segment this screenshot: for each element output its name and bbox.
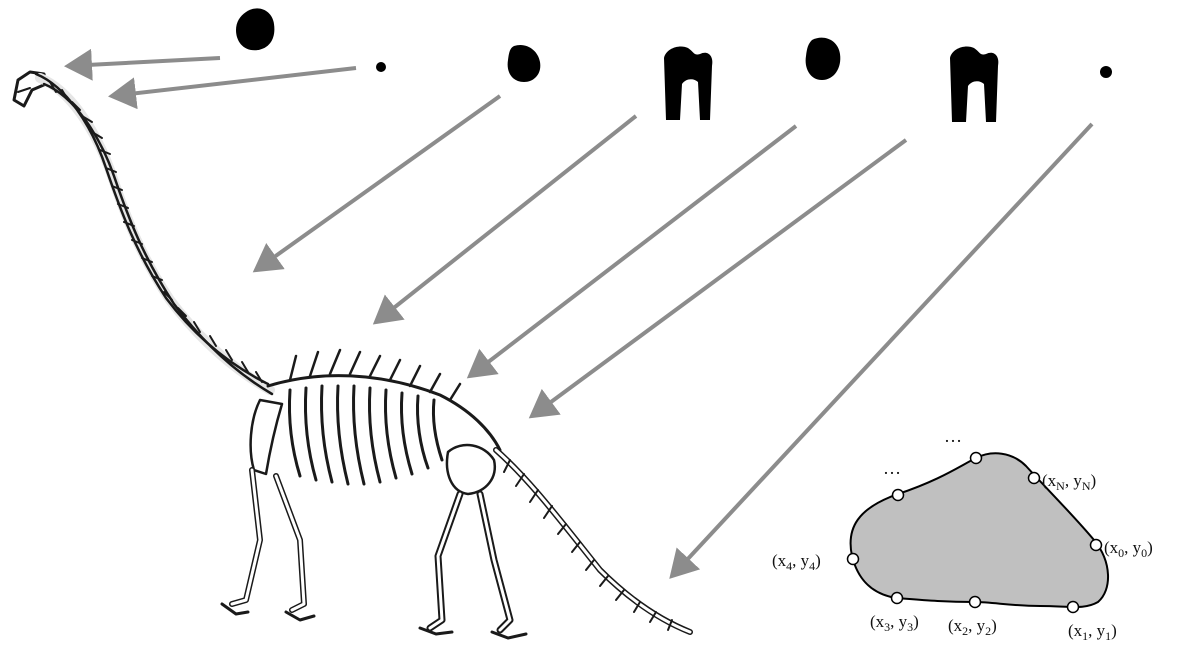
contour-point-icon	[970, 597, 981, 608]
vertebra-silhouette-icon	[950, 46, 998, 122]
arrow-line	[112, 68, 356, 96]
contour-point-icon	[893, 490, 904, 501]
point-label-1: (x1, y1)	[1068, 621, 1117, 643]
vertebra-silhouette-icon	[376, 62, 386, 72]
point-label-0: (x0, y0)	[1104, 538, 1153, 560]
arrow-line	[68, 58, 220, 66]
point-label-3: (x3, y3)	[870, 612, 919, 634]
vertebra-silhouette-row	[236, 8, 1112, 122]
arrow-line	[470, 126, 796, 376]
contour-point-icon	[1091, 540, 1102, 551]
contour-point-icon	[1068, 602, 1079, 613]
contour-diagram: … … (x0, y0) (x1, y1) (x2, y2) (x3, y3) …	[772, 426, 1153, 643]
vertebra-silhouette-icon	[508, 45, 541, 82]
vertebra-silhouette-icon	[664, 46, 712, 120]
vertebra-silhouette-icon	[1100, 66, 1112, 78]
arrow-line	[532, 140, 906, 416]
point-label-n: (xN, yN)	[1042, 471, 1096, 493]
point-label-4: (x4, y4)	[772, 551, 821, 573]
vertebra-silhouette-icon	[806, 38, 841, 80]
contour-point-icon	[848, 554, 859, 565]
dinosaur-skeleton-icon	[14, 72, 690, 638]
arrow-line	[256, 96, 500, 270]
contour-point-icon	[1029, 473, 1040, 484]
ellipsis-label: …	[944, 426, 962, 446]
contour-point-icon	[892, 593, 903, 604]
contour-point-icon	[971, 453, 982, 464]
vertebra-silhouette-icon	[236, 8, 274, 50]
ellipsis-label: …	[883, 458, 901, 478]
arrow-line	[376, 116, 636, 322]
point-label-2: (x2, y2)	[948, 616, 997, 638]
